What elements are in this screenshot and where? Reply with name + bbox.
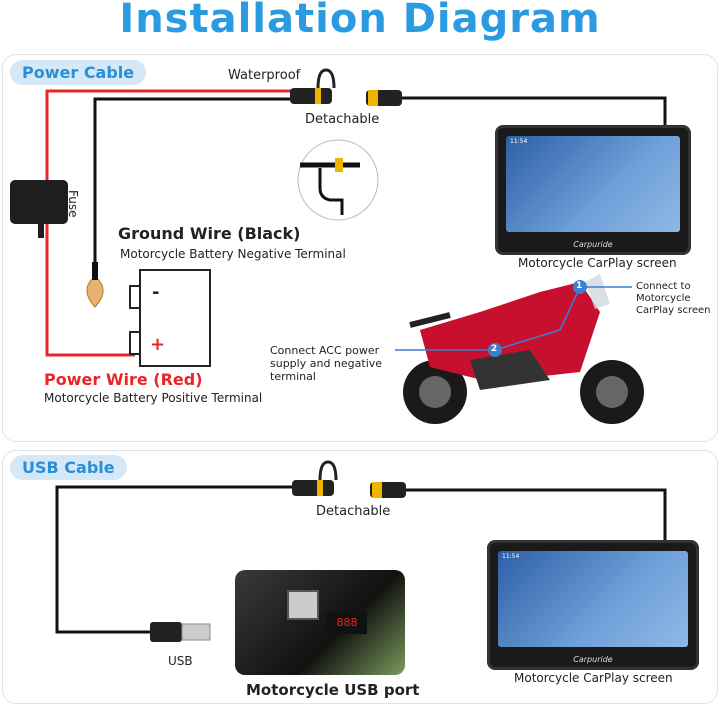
power-wire-label: Power Wire (Red) — [44, 370, 203, 389]
callout2-text: Connect ACC power supply and negative te… — [270, 344, 383, 383]
connector-male — [290, 88, 332, 104]
power-desc: Motorcycle Battery Positive Terminal — [44, 391, 263, 405]
usb-port-photo: 888 — [235, 570, 405, 675]
brand-logo: Carpuride — [573, 655, 613, 664]
usb-port-caption: Motorcycle USB port — [246, 681, 420, 699]
screen-cable — [400, 96, 667, 128]
fuse-holder — [10, 180, 68, 224]
battery — [139, 269, 211, 367]
usb-wire — [55, 485, 295, 634]
brand-logo: Carpuride — [573, 240, 613, 249]
callout1-text: Connect to Motorcycle CarPlay screen — [636, 281, 711, 316]
usb-cable-label: USB Cable — [10, 455, 127, 480]
screen-caption: Motorcycle CarPlay screen — [518, 256, 677, 270]
detachable-label: Detachable — [305, 112, 380, 127]
ground-wire-label: Ground Wire (Black) — [118, 224, 301, 243]
usb-label: USB — [168, 654, 193, 668]
motorcycle-image — [403, 274, 644, 424]
page-title: Installation Diagram — [119, 0, 601, 42]
power-cable-label: Power Cable — [10, 60, 147, 85]
callout2-number: 2 — [491, 344, 498, 354]
callout1-number: 1 — [576, 281, 583, 291]
waterproof-cap — [316, 68, 336, 89]
usb-screen-cable — [405, 488, 667, 542]
carplay-screen: 11:54 Carpuride — [495, 125, 691, 255]
ground-desc: Motorcycle Battery Negative Terminal — [120, 247, 346, 261]
fuse-label: Fuse — [66, 190, 80, 218]
carplay-screen-2: 11:54 Carpuride — [487, 540, 699, 670]
minus-sign: - — [152, 282, 160, 303]
waterproof-label: Waterproof — [228, 68, 301, 83]
plus-sign: + — [150, 334, 166, 355]
black-wire — [93, 97, 292, 268]
usb-detachable-label: Detachable — [316, 504, 391, 519]
ring-terminal — [86, 277, 104, 308]
screen-time: 11:54 — [502, 553, 520, 560]
usb-plug — [150, 622, 182, 642]
usb-screen-caption: Motorcycle CarPlay screen — [514, 671, 673, 685]
screen-time: 11:54 — [510, 138, 528, 145]
detail-circle — [297, 139, 379, 221]
